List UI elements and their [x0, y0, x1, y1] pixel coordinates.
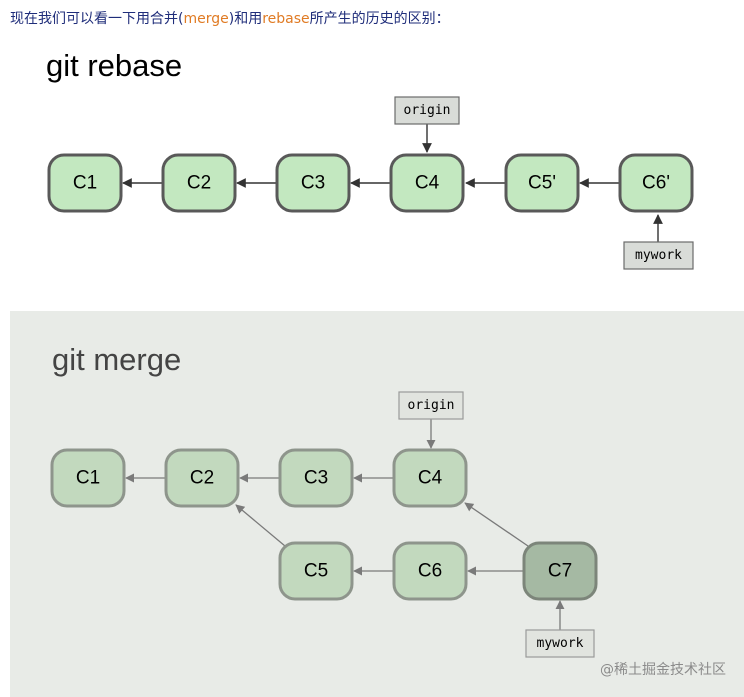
merge-heading: git merge [52, 342, 182, 377]
rebase-diagram: C1 C2 C3 C4 C5' C6' origin mywork [47, 96, 694, 270]
intro-middle: )和用 [228, 11, 263, 27]
merge-commit-c1-label: C1 [76, 468, 100, 489]
rebase-commit-c2: C2 [161, 153, 237, 213]
merge-commit-c5: C5 [278, 541, 354, 601]
merge-ref-mywork-label: mywork [537, 636, 584, 651]
merge-commit-c2: C2 [164, 448, 240, 508]
merge-commit-c3-label: C3 [304, 468, 328, 489]
rebase-ref-origin-label: origin [404, 103, 451, 118]
rebase-commit-c1: C1 [47, 153, 123, 213]
rebase-ref-mywork: mywork [623, 241, 694, 270]
rebase-commit-c3: C3 [275, 153, 351, 213]
rebase-commit-c4: C4 [389, 153, 465, 213]
merge-commit-c5-label: C5 [304, 561, 328, 582]
intro-before: 现在我们可以看一下用合并( [10, 11, 184, 27]
intro-rebase-keyword: rebase [262, 11, 310, 27]
merge-arrow-c7-c4 [464, 502, 529, 547]
merge-commit-c2-label: C2 [190, 468, 214, 489]
merge-ref-mywork: mywork [525, 629, 595, 658]
rebase-commit-c4-label: C4 [415, 173, 440, 194]
rebase-commit-c5-prime-label: C5' [528, 173, 556, 194]
merge-commit-c1: C1 [50, 448, 126, 508]
merge-diagram: C1 C2 C3 C4 C5 C6 C7 origin [50, 391, 598, 658]
merge-commit-c7: C7 [522, 541, 598, 601]
merge-ref-origin: origin [398, 391, 464, 420]
rebase-commit-c1-label: C1 [73, 173, 97, 194]
intro-text: 现在我们可以看一下用合并(merge)和用rebase所产生的历史的区别： [10, 8, 450, 28]
merge-commit-c4-label: C4 [418, 468, 443, 489]
merge-commit-c6: C6 [392, 541, 468, 601]
merge-arrow-c5-c2 [235, 504, 286, 547]
merge-commit-c3: C3 [278, 448, 354, 508]
merge-ref-origin-label: origin [408, 398, 455, 413]
rebase-heading: git rebase [46, 48, 183, 83]
merge-panel [10, 311, 744, 697]
rebase-ref-mywork-label: mywork [635, 248, 682, 263]
rebase-commit-c2-label: C2 [187, 173, 211, 194]
watermark: @稀土掘金技术社区 [600, 662, 726, 678]
rebase-commit-c6-prime-label: C6' [642, 173, 670, 194]
rebase-commit-c5-prime: C5' [504, 153, 580, 213]
rebase-commit-c6-prime: C6' [618, 153, 694, 213]
intro-after: 所产生的历史的区别： [309, 11, 450, 27]
rebase-ref-origin: origin [394, 96, 460, 125]
intro-merge-keyword: merge [183, 11, 229, 27]
merge-commit-c4: C4 [392, 448, 468, 508]
merge-commit-c6-label: C6 [418, 561, 442, 582]
rebase-commit-c3-label: C3 [301, 173, 325, 194]
merge-commit-c7-label: C7 [548, 561, 572, 582]
